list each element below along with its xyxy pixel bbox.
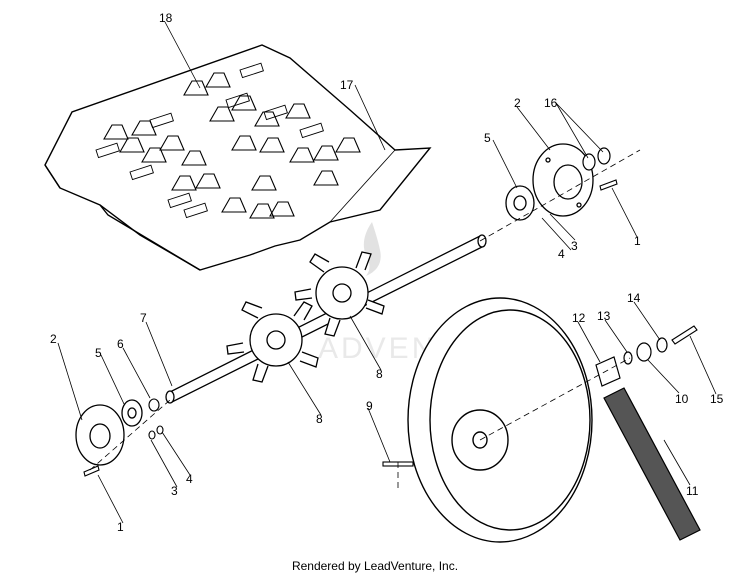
track-cleats — [103, 72, 361, 219]
spacer-12 — [595, 356, 621, 387]
callout-1-right: 1 — [634, 234, 641, 248]
callout-1-left: 1 — [117, 520, 124, 534]
callout-5-left: 5 — [95, 346, 102, 360]
sprocket-left — [226, 301, 319, 383]
callout-3-right: 3 — [571, 239, 578, 253]
callout-13: 13 — [597, 309, 611, 323]
callout-9: 9 — [366, 399, 373, 413]
leader-lines — [57, 21, 717, 524]
callout-10: 10 — [675, 392, 689, 406]
callout-6: 6 — [117, 337, 124, 351]
callout-16: 16 — [544, 96, 558, 110]
washers-13-10 — [623, 342, 652, 365]
callout-14: 14 — [627, 291, 641, 305]
callout-18: 18 — [159, 11, 173, 25]
bearing-flange-right — [532, 143, 594, 217]
bolt-15 — [671, 325, 698, 345]
track-plate — [44, 44, 432, 271]
callout-8-right: 8 — [376, 367, 383, 381]
sprocket-right — [294, 251, 385, 337]
washers-16 — [582, 147, 611, 171]
bearing-flange-left — [75, 404, 125, 466]
track-windows — [95, 62, 324, 219]
callout-2-left: 2 — [50, 332, 57, 346]
callout-11: 11 — [686, 484, 699, 498]
bearing-right — [505, 185, 535, 221]
chain-11 — [603, 387, 701, 541]
callout-15: 15 — [710, 392, 724, 406]
callout-3-left: 3 — [171, 484, 178, 498]
callout-4-left: 4 — [186, 472, 193, 486]
callout-7: 7 — [140, 311, 147, 325]
bearing-left — [121, 399, 143, 427]
callouts: 18 17 2 16 5 1 4 3 7 2 6 5 8 8 3 4 1 9 1… — [50, 11, 724, 534]
collar-left — [148, 398, 164, 440]
drive-shaft — [165, 234, 487, 404]
callout-17: 17 — [340, 78, 354, 92]
callout-5-right: 5 — [484, 131, 491, 145]
callout-12: 12 — [572, 311, 586, 325]
bolt-left — [83, 465, 100, 477]
centerlines — [89, 149, 641, 490]
drive-pulley — [407, 297, 593, 543]
footer-credit: Rendered by LeadVenture, Inc. — [291, 559, 459, 573]
callout-8-left: 8 — [316, 412, 323, 426]
callout-4-right: 4 — [558, 247, 565, 261]
bolt-right — [599, 179, 618, 191]
washer-14 — [656, 337, 668, 353]
callout-2-right: 2 — [514, 96, 521, 110]
